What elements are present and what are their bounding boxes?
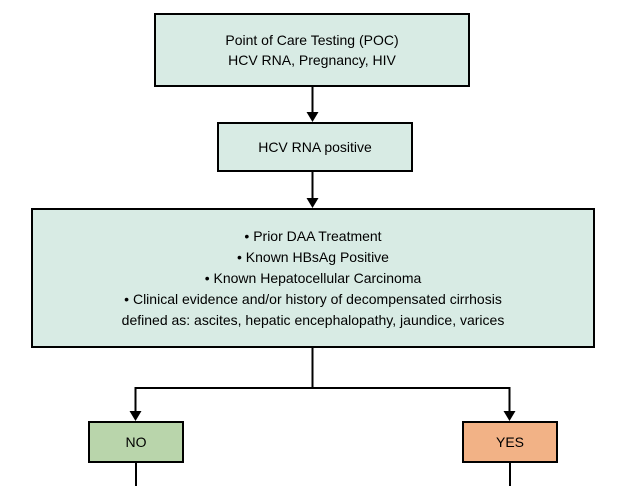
criteria-line-5: defined as: ascites, hepatic encephalopa… [121,311,505,328]
poc-line-1: Point of Care Testing (POC) [225,32,399,48]
arrow-hcv-to-criteria [306,172,319,208]
arrow-branch-to-yes [503,387,516,421]
hcv-positive-label: HCV RNA positive [258,139,372,155]
poc-line-2: HCV RNA, Pregnancy, HIV [228,52,396,68]
node-exclusion-criteria: • Prior DAA Treatment • Known HBsAg Posi… [31,208,595,348]
node-poc-testing: Point of Care Testing (POC) HCV RNA, Pre… [154,13,470,87]
criteria-line-2: • Known HBsAg Positive [237,248,389,265]
criteria-line-4: • Clinical evidence and/or history of de… [124,290,502,307]
node-no: NO [88,421,184,463]
arrow-branch-to-no [129,387,142,421]
no-label: NO [125,434,147,450]
yes-label: YES [495,434,524,450]
criteria-line-3: • Known Hepatocellular Carcinoma [204,269,422,286]
node-hcv-rna-positive: HCV RNA positive [217,122,413,172]
criteria-line-1: • Prior DAA Treatment [244,227,382,244]
node-yes: YES [462,421,558,463]
branch-connector [135,348,510,389]
arrow-poc-to-hcv [306,87,319,122]
